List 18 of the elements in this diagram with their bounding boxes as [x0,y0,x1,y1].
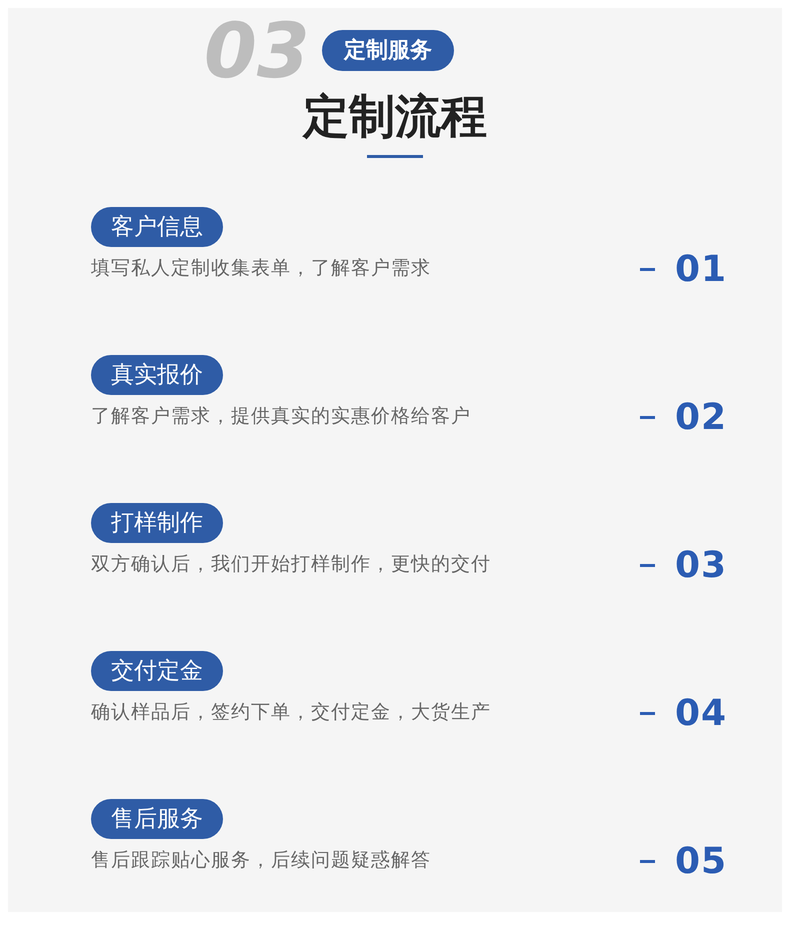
step-number: 03 [675,544,728,588]
step-description: 售后跟踪贴心服务，后续问题疑惑解答 [91,848,431,872]
step-description: 填写私人定制收集表单，了解客户需求 [91,256,431,280]
step-number: 01 [675,248,728,292]
step-pill: 售后服务 [91,799,223,839]
step-number: 05 [675,840,728,884]
step-number: 02 [675,396,728,440]
step-pill: 客户信息 [91,207,223,247]
faded-number: 03 [204,12,310,90]
step-pill: 真实报价 [91,355,223,395]
page-title: 定制流程 [301,88,488,145]
step-number: 04 [675,692,728,736]
step-description: 了解客户需求，提供真实的实惠价格给客户 [91,404,471,428]
step-pill: 打样制作 [91,503,223,543]
step-pill: 交付定金 [91,651,223,691]
section-badge: 定制服务 [322,30,454,71]
step-description: 确认样品后，签约下单，交付定金，大货生产 [91,700,491,724]
step-description: 双方确认后，我们开始打样制作，更快的交付 [91,552,491,576]
